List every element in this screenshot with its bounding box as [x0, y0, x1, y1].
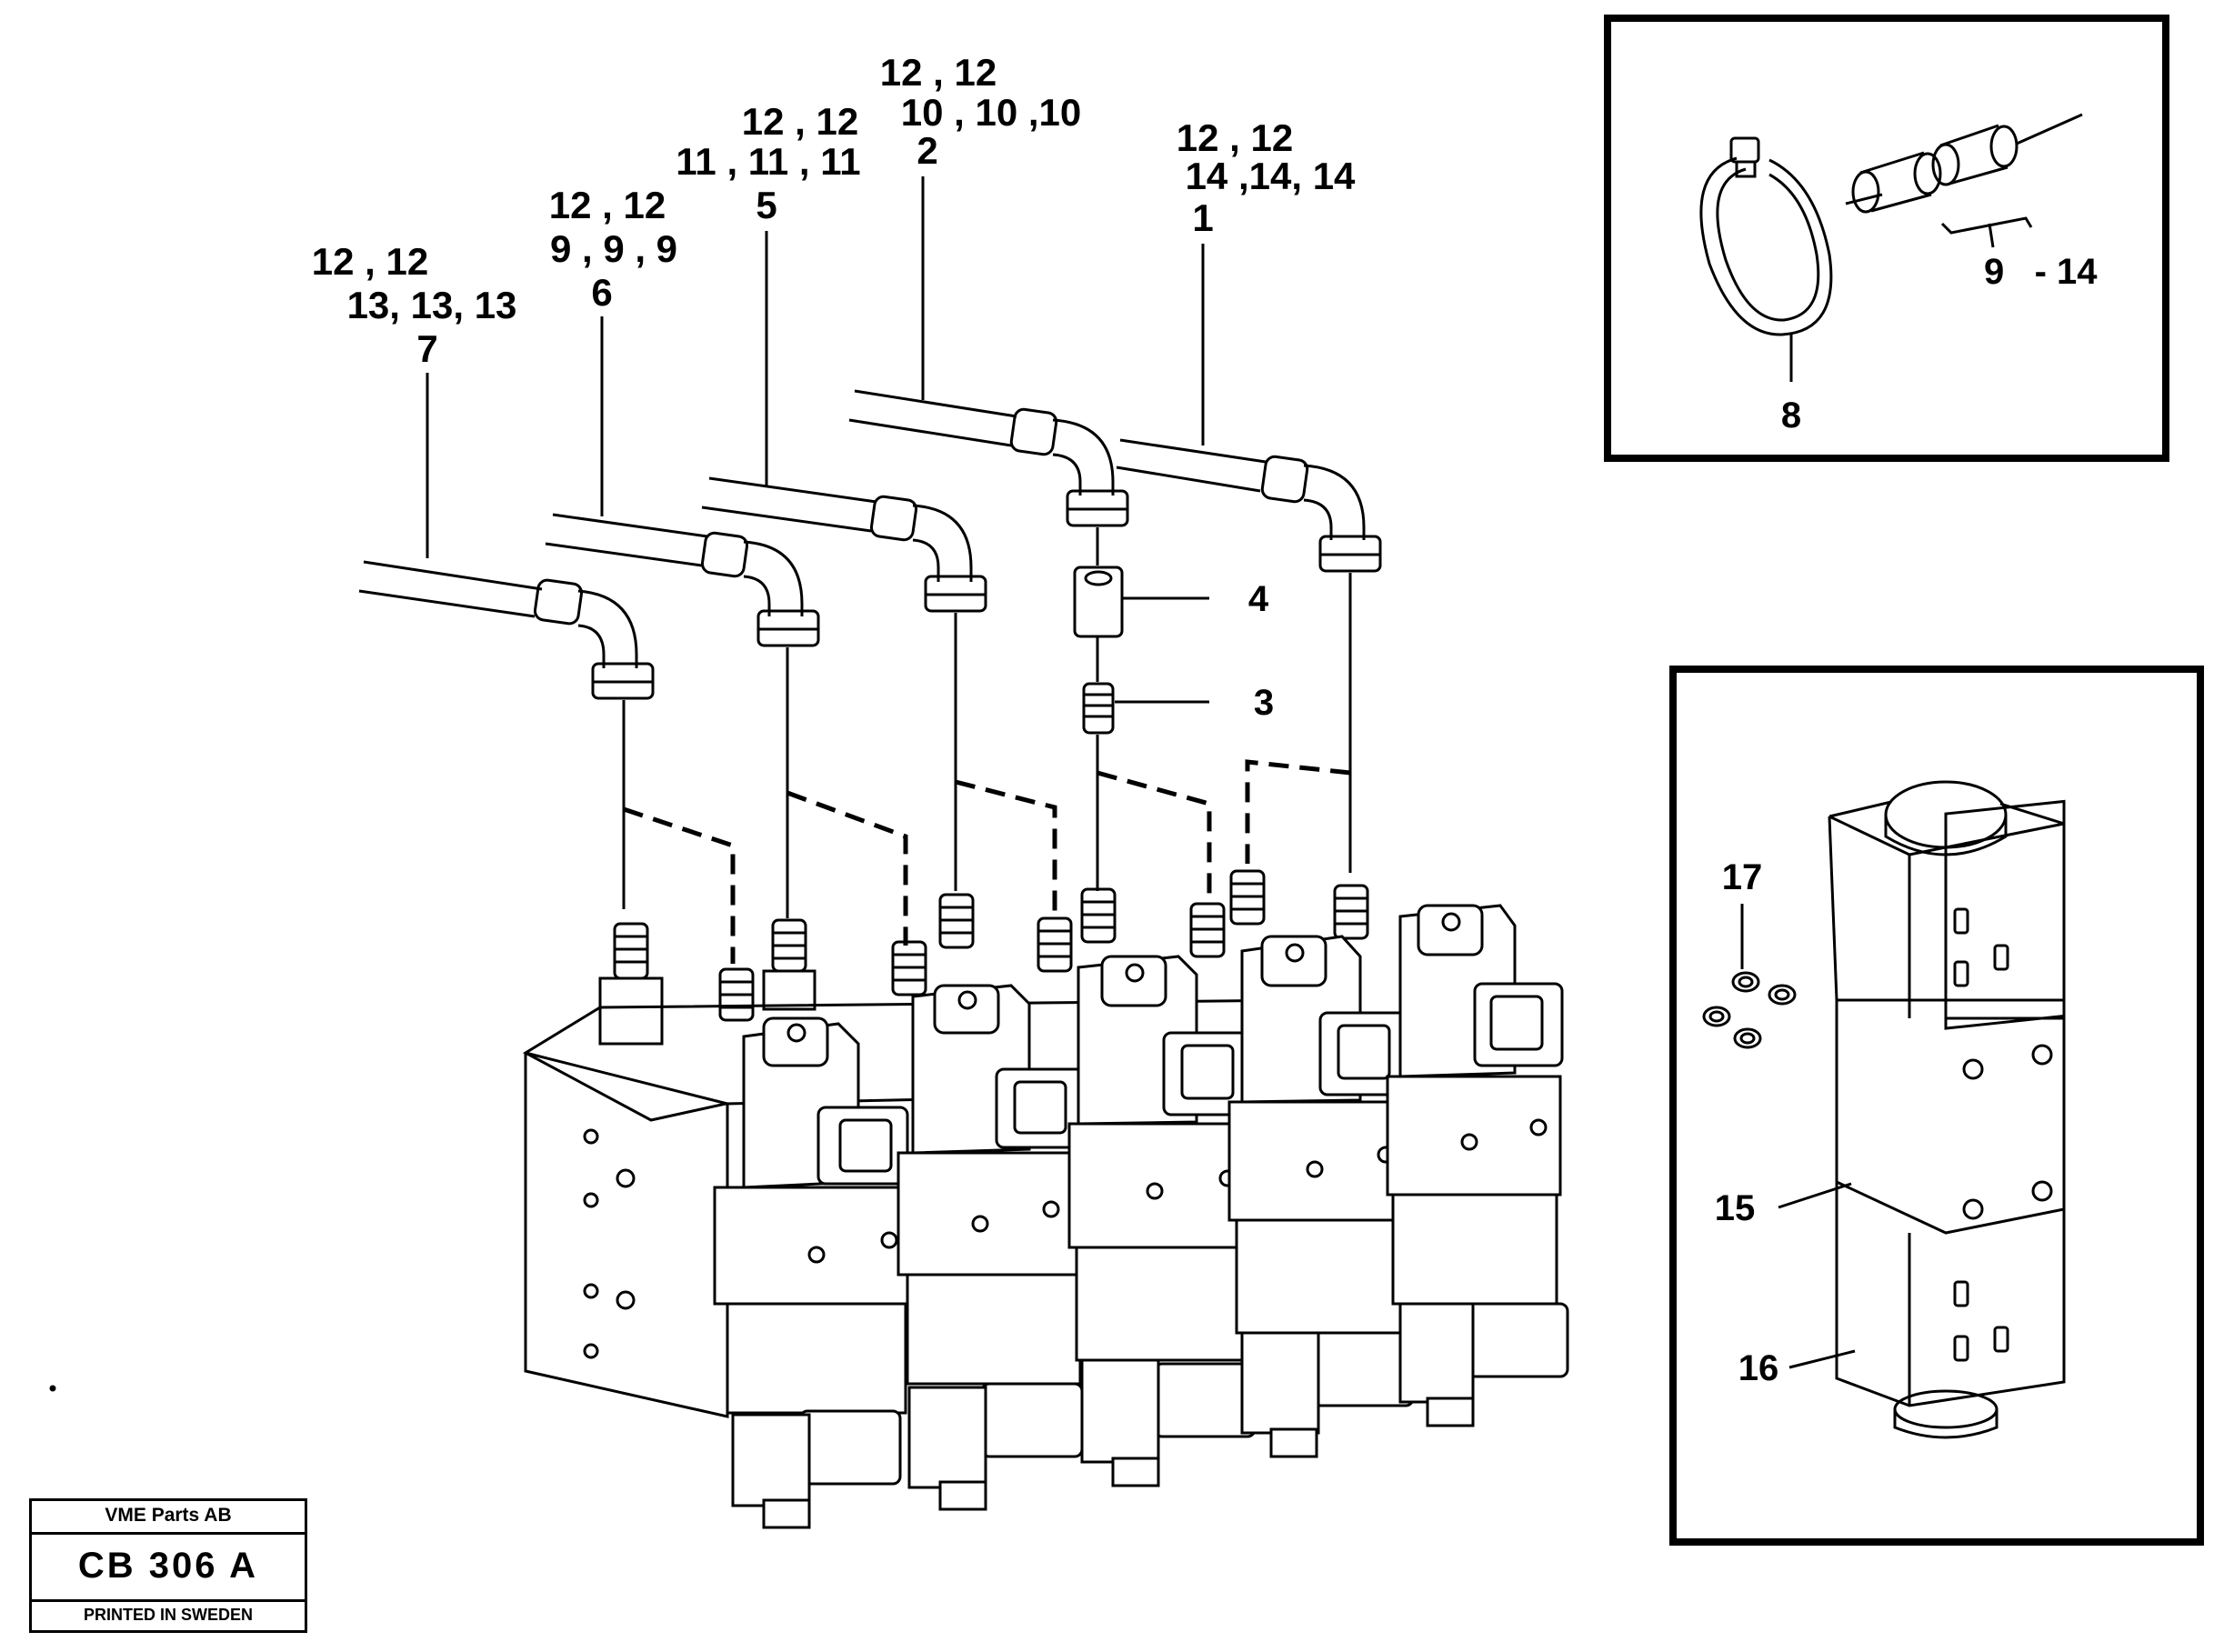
stray-mark: [49, 1385, 56, 1392]
pipe-1: [1116, 438, 1382, 573]
leader-9-14: [1988, 223, 1995, 248]
callout-15: 15: [1715, 1188, 1756, 1228]
pipe-2: [848, 389, 1129, 527]
pipe-6-ferrule: [700, 531, 749, 578]
callout-5-ref: 5: [756, 184, 776, 226]
callout-5-line1: 12 , 12: [742, 100, 858, 143]
callout-6-line1: 12 , 12: [549, 184, 666, 226]
port-3: [762, 918, 816, 1011]
callout-4: 4: [1248, 579, 1269, 619]
callout-16: 16: [1738, 1348, 1779, 1388]
callout-5-line2: 11 , 11 , 11: [676, 140, 860, 183]
port-7: [1080, 887, 1117, 944]
leader-15: [1778, 1182, 1852, 1209]
pipe-5: [701, 476, 987, 613]
callout-9-14: 9 - 14: [1984, 252, 2098, 292]
hose-clamp-8: [1699, 136, 1833, 382]
solenoid-valve-1: [713, 1016, 909, 1529]
callout-1: 12 , 12 14 ,14, 14 1: [1177, 116, 1356, 239]
port-8: [1189, 902, 1226, 958]
adapter-4: [1073, 527, 1209, 638]
nipple-3: [1082, 636, 1209, 735]
callout-1-line2: 14 ,14, 14: [1186, 155, 1356, 197]
pipe-1-ferrule: [1260, 455, 1309, 504]
port-6: [1037, 916, 1073, 973]
callout-8: 8: [1781, 395, 1801, 436]
port-9: [1229, 869, 1266, 926]
solenoid-valve-detail: [1778, 780, 2066, 1439]
print-notice: PRINTED IN SWEDEN: [83, 1606, 253, 1624]
pipe-5-ferrule: [869, 495, 918, 542]
leader-16: [1788, 1349, 1856, 1369]
port-5: [938, 893, 975, 949]
inset-hose-clamp: [1604, 15, 2169, 462]
callout-7-line1: 12 , 12: [312, 240, 428, 283]
callout-6-ref: 6: [591, 271, 612, 314]
drawing-code: CB 306 A: [32, 1532, 305, 1602]
port-4: [891, 940, 927, 996]
callout-7-ref: 7: [416, 327, 437, 370]
hose-sleeves-9-14: [1845, 113, 2083, 248]
port-2: [718, 967, 755, 1022]
callout-2-line2: 10 , 10 ,10: [901, 91, 1082, 134]
solenoid-valve-5: [1386, 904, 1569, 1427]
o-rings-17: [1702, 904, 1797, 1049]
pipe-6: [545, 513, 820, 647]
port-1: [598, 922, 664, 1046]
solenoid-valve-3: [1067, 955, 1257, 1487]
connection-lines: [622, 573, 1352, 964]
callout-6: 12 , 12 9 , 9 , 9 6: [549, 184, 677, 314]
inset-solenoid-valve: [1669, 666, 2204, 1546]
callout-17: 17: [1722, 857, 1763, 897]
pipe-2-ferrule: [1009, 407, 1058, 456]
company-name: VME Parts AB: [32, 1501, 305, 1535]
title-block: VME Parts AB CB 306 A PRINTED IN SWEDEN: [29, 1498, 307, 1633]
threaded-ports: [598, 869, 1369, 1046]
solenoid-valve-2: [897, 984, 1089, 1511]
callout-2-ref: 2: [917, 129, 937, 172]
callout-7: 12 , 12 13, 13, 13 7: [312, 240, 517, 370]
pipe-7: [358, 560, 655, 700]
callout-3: 3: [1254, 683, 1274, 723]
port-10: [1333, 884, 1369, 940]
callout-6-line2: 9 , 9 , 9: [550, 227, 677, 270]
pipe-7-ferrule: [533, 578, 584, 626]
callout-1-ref: 1: [1192, 196, 1213, 239]
leader-lines: [426, 176, 1205, 558]
callout-7-line2: 13, 13, 13: [347, 284, 517, 326]
callout-2: 12 , 12 10 , 10 ,10 2: [880, 51, 1081, 172]
callout-1-line1: 12 , 12: [1177, 116, 1293, 159]
callout-2-line1: 12 , 12: [880, 51, 997, 94]
callout-5: 12 , 12 11 , 11 , 11 5: [676, 100, 860, 226]
solenoid-valve-4: [1227, 935, 1415, 1458]
